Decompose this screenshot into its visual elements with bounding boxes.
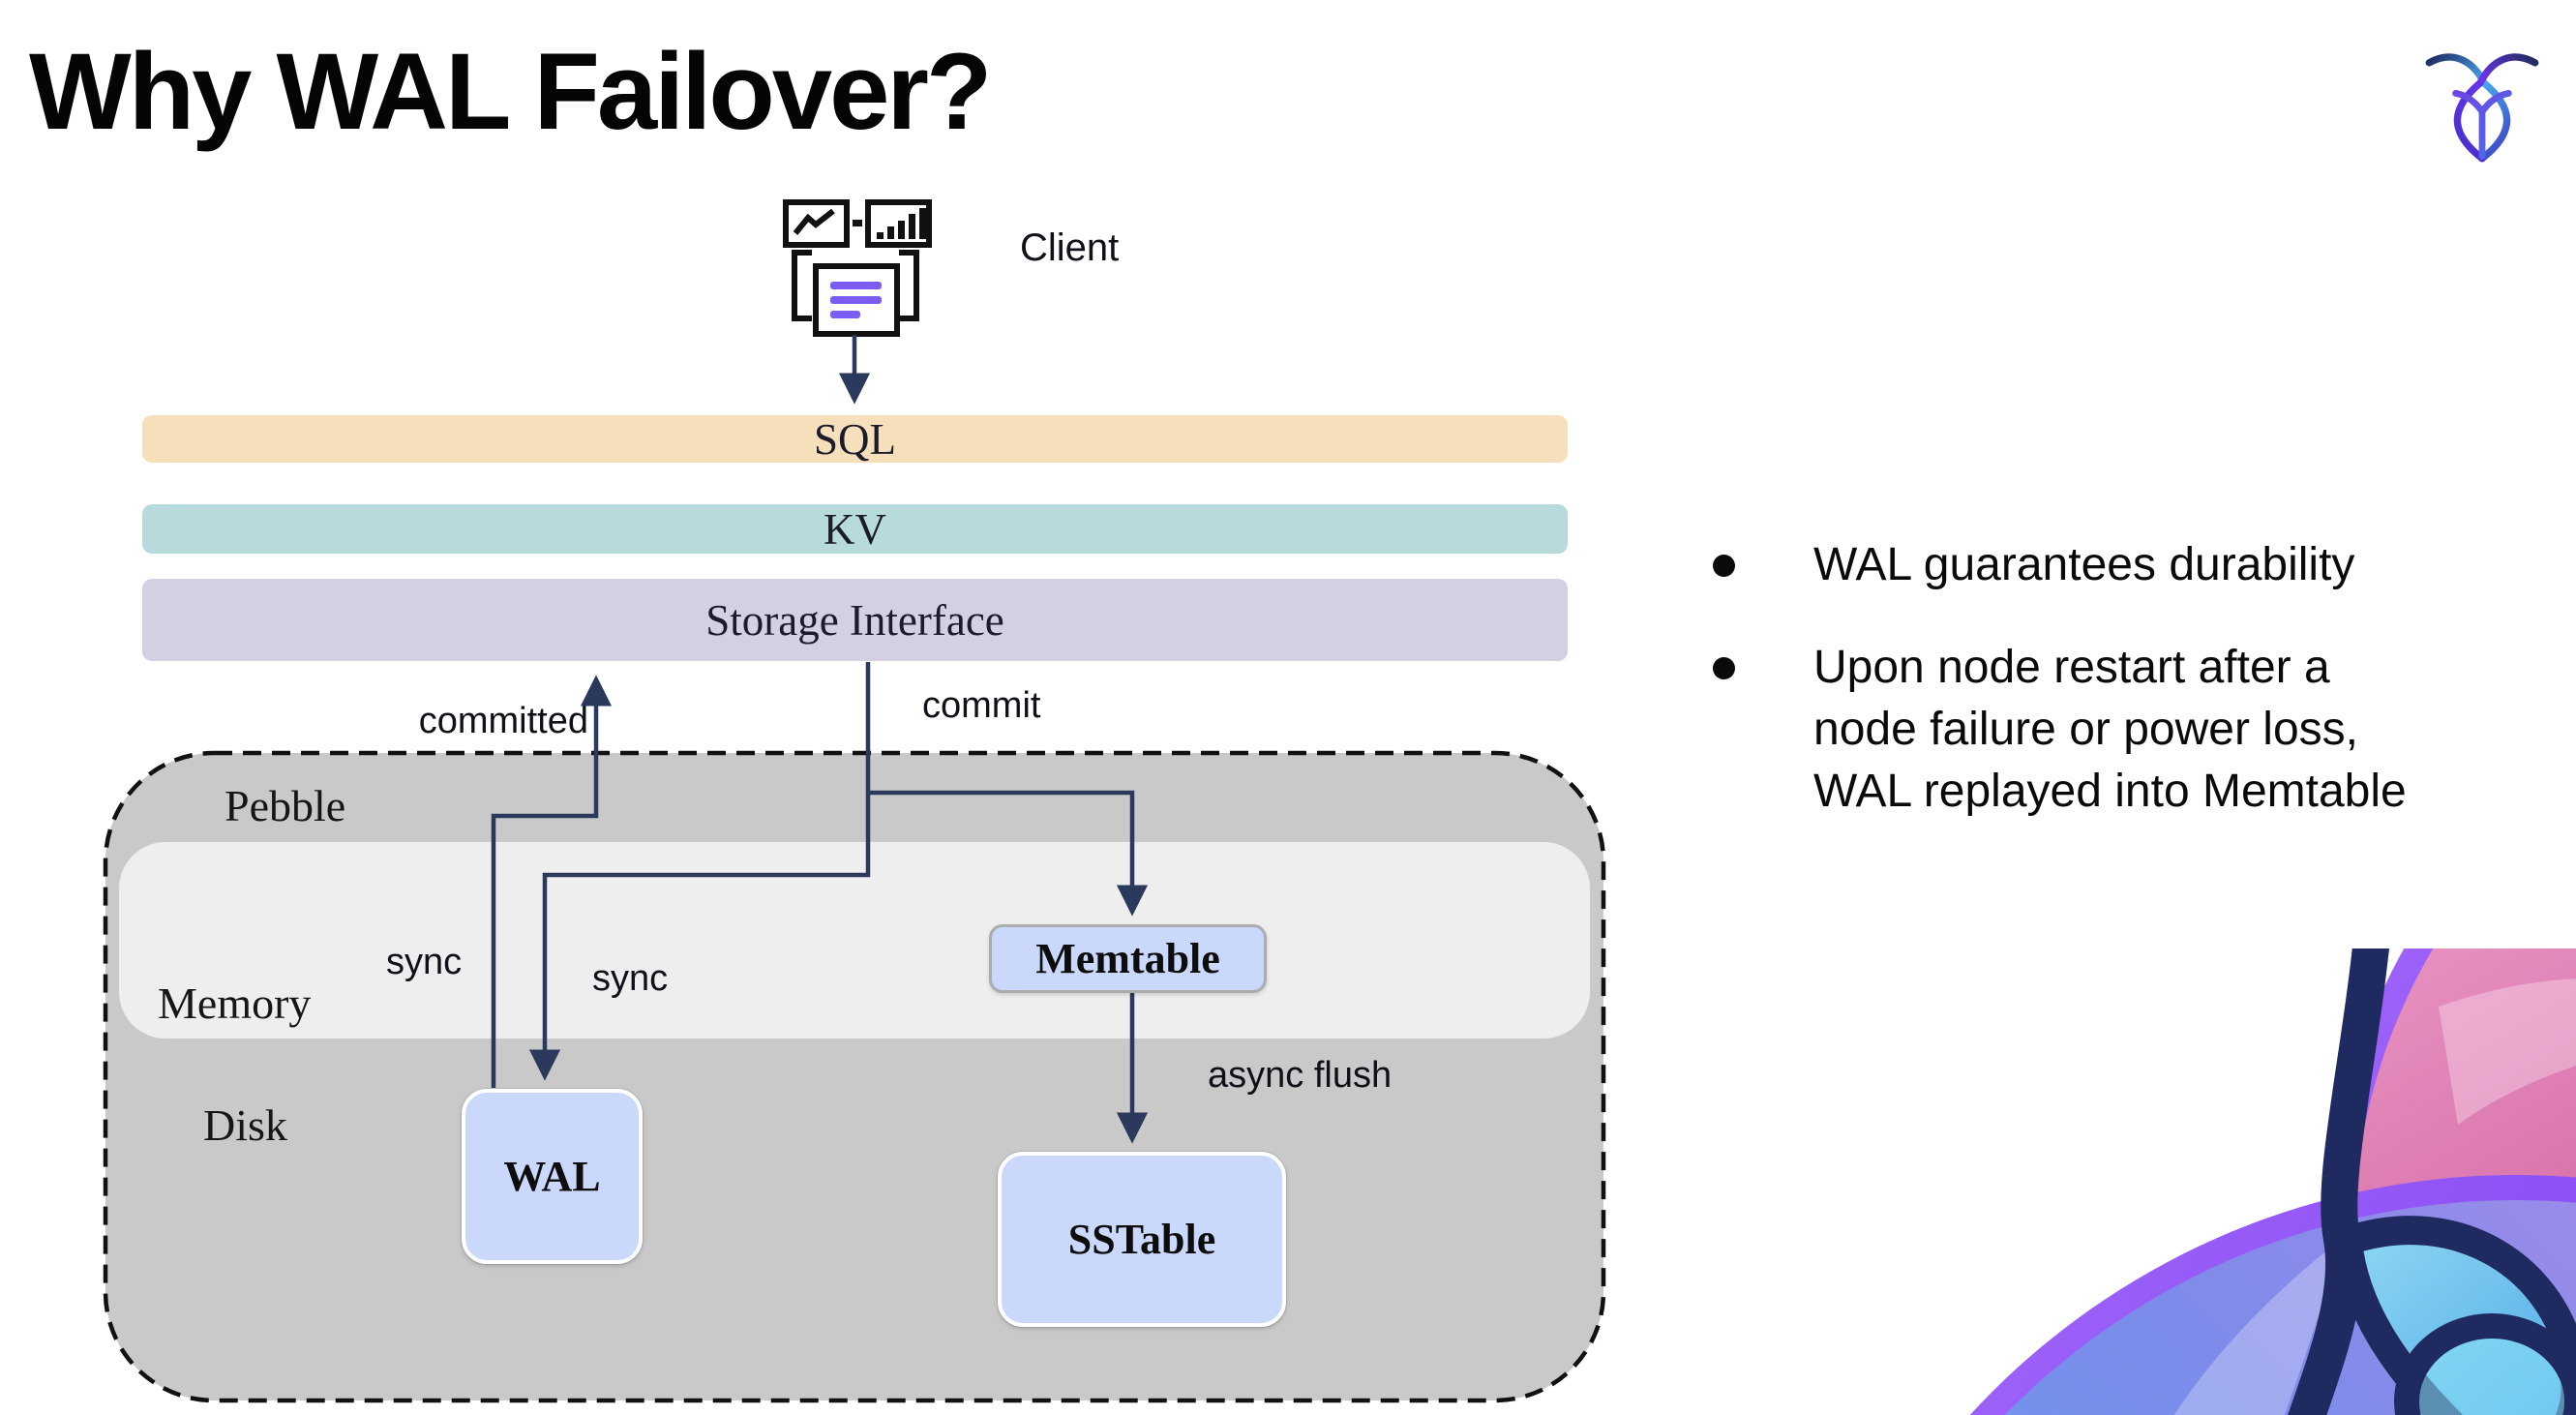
bracket-left (792, 250, 812, 321)
layer-kv-label: KV (824, 504, 886, 554)
sync-left-label: sync (386, 942, 463, 982)
memory-band (119, 842, 1590, 1039)
bar-2 (898, 221, 905, 239)
list-item: WAL guarantees durability (1684, 534, 2555, 596)
layer-kv: KV (142, 504, 1568, 554)
blue-sphere-petal-left (2173, 1239, 2342, 1415)
logo-right-stroke (2425, 53, 2511, 163)
memtable-node: Memtable (989, 924, 1267, 993)
brand-art (1935, 948, 2576, 1415)
layer-storage-interface: Storage Interface (142, 579, 1568, 661)
disk-label: Disk (203, 1100, 287, 1150)
pink-sphere-highlight (2439, 978, 2576, 1125)
bullet-icon (1713, 555, 1735, 577)
pebble-label: Pebble (225, 781, 346, 830)
art-navy-ring (2394, 1313, 2576, 1415)
cockroachdb-logo-icon (2425, 53, 2539, 163)
bullet-list: WAL guarantees durability Upon node rest… (1684, 534, 2555, 823)
bar-dot (877, 232, 884, 239)
list-item: Upon node restart after a node failure o… (1684, 637, 2555, 823)
committed-label: committed (418, 701, 588, 741)
edge-commit-sync-to-wal (528, 662, 871, 1081)
bullet-text: WAL guarantees durability (1813, 539, 2355, 590)
layer-sql: SQL (142, 414, 1568, 464)
logo-left-stroke (2453, 53, 2539, 163)
memtable-label: Memtable (1035, 935, 1220, 982)
dash-glyph (853, 220, 862, 226)
logo-y-stroke (2452, 89, 2512, 161)
client-label: Client (1020, 226, 1120, 269)
bracket-right (899, 250, 919, 321)
bar-1 (887, 226, 894, 239)
doc-line-1 (830, 282, 882, 289)
bar-3 (909, 214, 915, 239)
sstable-label: SSTable (1067, 1216, 1216, 1263)
bullet-icon (1713, 657, 1735, 679)
wal-node: WAL (462, 1089, 643, 1264)
layer-sql-label: SQL (813, 414, 896, 464)
wal-label: WAL (503, 1153, 601, 1200)
layer-storage-label: Storage Interface (705, 595, 1004, 645)
client-icon (783, 199, 932, 337)
edge-commit-to-memtable (868, 790, 1149, 917)
doc-line-3 (830, 311, 860, 318)
sync-right-label: sync (592, 958, 669, 999)
page-title: Why WAL Failover? (29, 31, 992, 152)
commit-label: commit (922, 685, 1041, 726)
doc-line-2 (830, 296, 882, 304)
bullet-text: Upon node restart after a node failure o… (1813, 642, 2407, 817)
line-chart-glyph (793, 208, 835, 235)
sstable-node: SSTable (998, 1152, 1286, 1327)
bar-4 (919, 208, 926, 239)
memory-label: Memory (158, 978, 312, 1028)
brand-art-graphic (1969, 948, 2576, 1415)
async-flush-label: async flush (1208, 1055, 1393, 1096)
